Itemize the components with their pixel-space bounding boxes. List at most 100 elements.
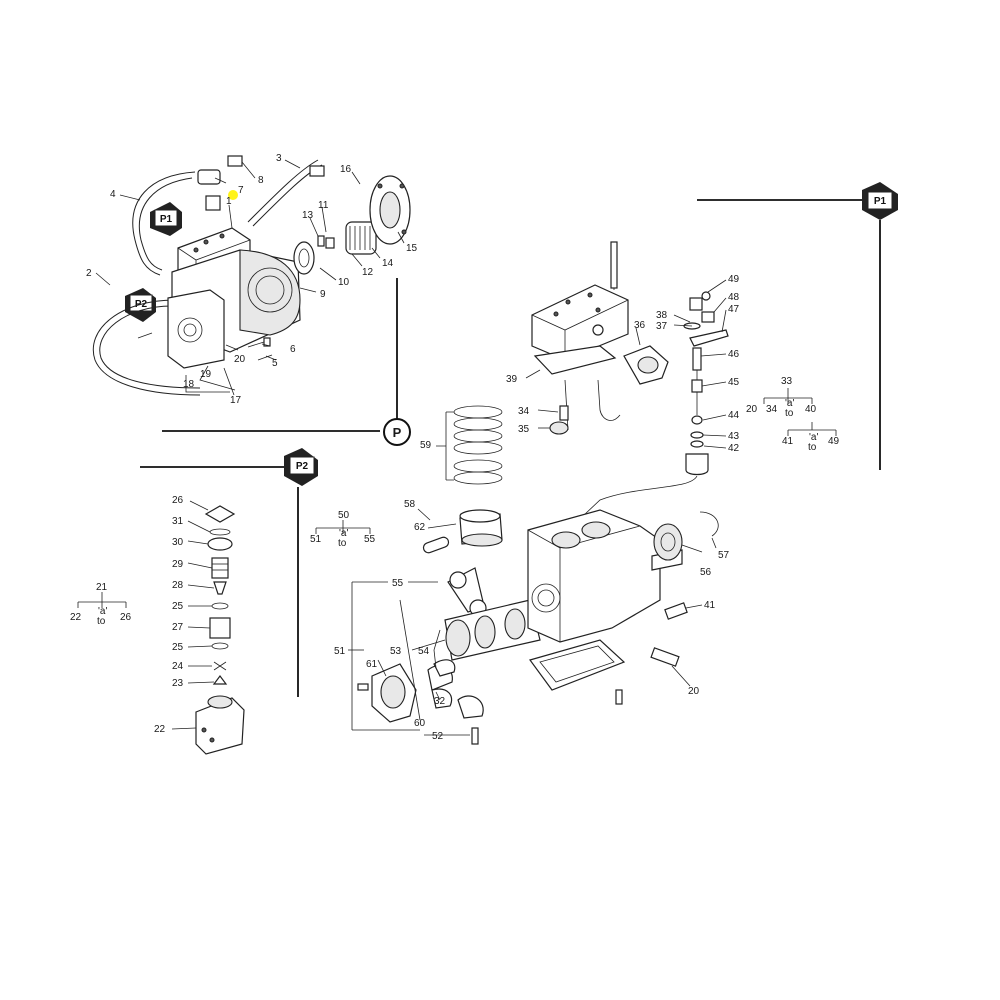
callout-15: 15 [406,243,418,254]
callout-50: 50 [338,510,350,521]
callout-41-range-start: 41 [782,436,794,447]
valve-assembly-group [195,505,245,755]
callout-7: 7 [238,185,244,196]
callout-21: 21 [96,582,108,593]
callout-45: 45 [728,377,740,388]
callout-26: 26 [172,495,184,506]
callout-38: 38 [656,310,668,321]
callout-44: 44 [728,410,740,421]
callout-37: 37 [656,321,668,332]
crankcase [527,509,719,705]
callout-8: 8 [258,175,264,186]
range-to-50: to [338,538,347,549]
callout-51-range-start: 51 [310,534,322,545]
tag-p-label: P [393,425,402,440]
callout-17: 17 [230,395,242,406]
callout-33: 33 [781,376,793,387]
callout-27: 27 [172,622,184,633]
callout-56: 56 [700,567,712,578]
callout-24: 24 [172,661,184,672]
callout-49: 49 [728,274,740,285]
range-a-21: 'a' [98,606,107,617]
callout-59: 59 [420,440,432,451]
crankshaft-group [357,599,541,745]
callout-18: 18 [183,379,195,390]
tag-p1-right[interactable]: P1 [862,182,898,220]
callout-22-range-start: 22 [70,612,82,623]
callout-20-range: 20 [746,404,758,415]
tag-p1-right-label: P1 [874,196,887,207]
callout-11: 11 [318,200,329,211]
callout-47: 47 [728,304,740,315]
callout-53: 53 [390,646,402,657]
callout-55-range-end: 55 [364,534,376,545]
leader-lines [77,159,837,736]
callout-40: 40 [805,404,817,415]
reference-lines [140,199,881,697]
callout-34: 34 [518,406,530,417]
callout-46: 46 [728,349,740,360]
callout-29: 29 [172,559,184,570]
callout-34-range: 34 [766,404,778,415]
callout-28: 28 [172,580,184,591]
assembled-compressor [92,155,411,396]
callout-3: 3 [276,153,282,164]
tag-p2-mid[interactable]: P2 [284,448,318,486]
callout-9: 9 [320,289,326,300]
callout-labels: 1 2 3 4 5 6 7 8 9 10 11 12 13 14 15 16 1… [70,153,840,742]
callout-13: 13 [302,210,314,221]
callout-42: 42 [728,443,740,454]
callout-10: 10 [338,277,350,288]
tag-p1-left[interactable]: P1 [150,202,182,236]
callout-20: 20 [234,354,246,365]
callout-16: 16 [340,164,352,175]
callout-62: 62 [414,522,426,533]
piston-group [422,405,503,617]
range-to-40: to [808,442,817,453]
callout-52: 52 [432,731,444,742]
callout-35: 35 [518,424,530,435]
callout-48: 48 [728,292,740,303]
callout-20-plate: 20 [688,686,700,697]
callout-58: 58 [404,499,416,510]
callout-36: 36 [634,320,646,331]
range-to-33: to [785,408,794,419]
callout-43: 43 [728,431,740,442]
range-a-33: 'a' [785,398,794,409]
range-a-50: 'a' [339,528,348,539]
range-a-40: 'a' [809,432,818,443]
callout-1: 1 [226,196,232,207]
callout-6: 6 [290,344,296,355]
tag-p-circle[interactable]: P [383,418,411,446]
callout-61: 61 [366,659,378,670]
tag-p1-left-label: P1 [160,214,173,225]
callout-5: 5 [272,358,278,369]
callout-39: 39 [506,374,518,385]
range-to-21: to [97,616,106,627]
callout-2: 2 [86,268,92,279]
callout-49-range-end: 49 [828,436,840,447]
callout-19: 19 [200,369,212,380]
callout-23: 23 [172,678,184,689]
callout-31: 31 [172,516,184,527]
callout-25-lower: 25 [172,642,184,653]
cylinder-head-group [531,241,729,516]
tag-p2-left[interactable]: P2 [125,288,156,322]
callout-25: 25 [172,601,184,612]
callout-57: 57 [718,550,730,561]
callout-26-range-end: 26 [120,612,132,623]
callout-41: 41 [704,600,716,611]
callout-22: 22 [154,724,166,735]
callout-12: 12 [362,267,374,278]
callout-60: 60 [414,718,426,729]
callout-54: 54 [418,646,430,657]
callout-30: 30 [172,537,184,548]
callout-32: 32 [434,696,446,707]
callout-4: 4 [110,189,116,200]
callout-51: 51 [334,646,346,657]
callout-14: 14 [382,258,394,269]
tag-p2-mid-label: P2 [296,461,309,472]
callout-55: 55 [392,578,404,589]
